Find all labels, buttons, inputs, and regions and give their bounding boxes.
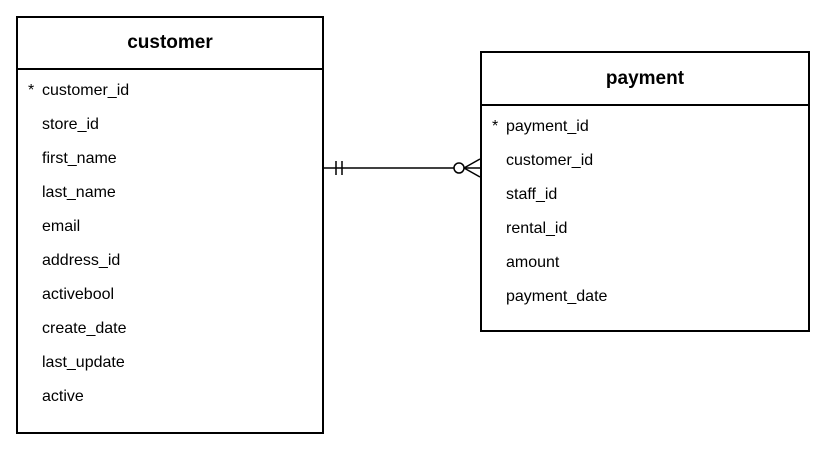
attribute-name: rental_id <box>506 220 568 237</box>
customer-attribute: active <box>18 380 322 414</box>
attribute-name: payment_date <box>506 288 608 305</box>
payment-attribute-list: * payment_id customer_id staff_id rental_… <box>482 106 808 314</box>
attribute-name: activebool <box>42 286 115 303</box>
attribute-name: store_id <box>42 116 99 133</box>
many-crow-lower <box>463 167 481 178</box>
attribute-name: customer_id <box>506 152 594 169</box>
payment-attribute: * payment_id <box>482 110 808 144</box>
customer-entity-title: customer <box>18 18 322 70</box>
customer-attribute: create_date <box>18 312 322 346</box>
payment-attribute: staff_id <box>482 178 808 212</box>
attribute-name: staff_id <box>506 186 558 203</box>
attribute-name: last_update <box>42 354 125 371</box>
payment-entity-title: payment <box>482 53 808 106</box>
customer-attribute: activebool <box>18 278 322 312</box>
customer-attribute: last_update <box>18 346 322 380</box>
customer-attribute: last_name <box>18 176 322 210</box>
attribute-name: payment_id <box>506 118 589 135</box>
payment-attribute: rental_id <box>482 212 808 246</box>
customer-attribute: email <box>18 210 322 244</box>
payment-attribute: payment_date <box>482 280 808 314</box>
customer-entity[interactable]: customer * customer_id store_id first_nam… <box>16 16 324 434</box>
payment-attribute: amount <box>482 246 808 280</box>
customer-attribute-list: * customer_id store_id first_name last_na… <box>18 70 322 414</box>
many-crow-upper <box>463 158 481 169</box>
customer-attribute: store_id <box>18 108 322 142</box>
attribute-name: address_id <box>42 252 121 269</box>
attribute-name: active <box>42 388 84 405</box>
attribute-name: first_name <box>42 150 117 167</box>
customer-attribute: * customer_id <box>18 74 322 108</box>
attribute-name: create_date <box>42 320 127 337</box>
attribute-name: amount <box>506 254 560 271</box>
customer-attribute: first_name <box>18 142 322 176</box>
primary-key-marker: * <box>492 118 499 135</box>
attribute-name: email <box>42 218 81 235</box>
attribute-name: customer_id <box>42 82 130 99</box>
payment-attribute: customer_id <box>482 144 808 178</box>
zero-circle <box>453 162 465 174</box>
primary-key-marker: * <box>28 82 35 99</box>
customer-attribute: address_id <box>18 244 322 278</box>
payment-entity[interactable]: payment * payment_id customer_id staff_id… <box>480 51 810 332</box>
attribute-name: last_name <box>42 184 116 201</box>
